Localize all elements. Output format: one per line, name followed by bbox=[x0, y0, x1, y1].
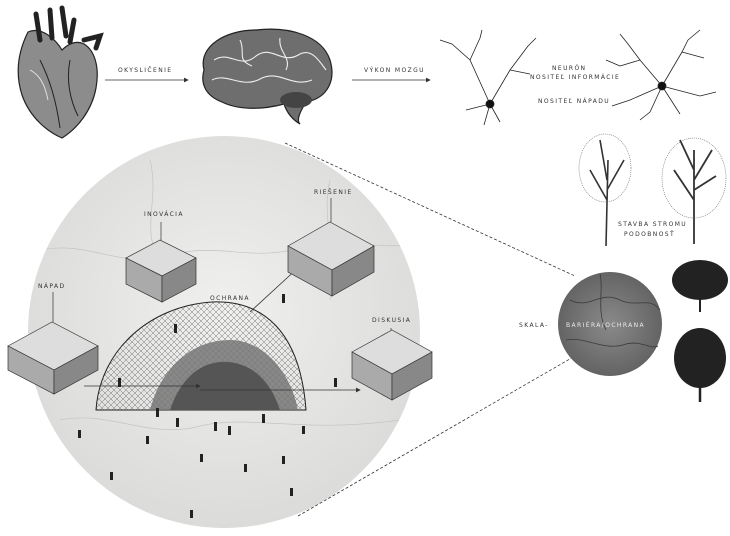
tree-icon-3 bbox=[672, 260, 728, 312]
node-inovacia: INOVÁCIA bbox=[144, 211, 184, 218]
tree-similarity-label: PODOBNOSŤ bbox=[624, 230, 675, 238]
neuron-subtitle: NOSITEĽ INFORMÁCIE bbox=[530, 74, 620, 81]
neuron-title: NEURÓN bbox=[552, 65, 586, 72]
rock-label: SKALA- bbox=[519, 322, 549, 329]
brain-performance-label: VÝKON MOZGU bbox=[364, 67, 425, 74]
brain-icon bbox=[203, 29, 332, 124]
oxygenation-arrow: OKYSLIČENIE bbox=[105, 67, 188, 80]
node-diskusia: DISKUSIA bbox=[372, 317, 411, 324]
oxygenation-label: OKYSLIČENIE bbox=[118, 67, 172, 74]
heart-icon bbox=[18, 8, 100, 138]
tree-icon bbox=[579, 134, 631, 246]
brain-performance-arrow: VÝKON MOZGU bbox=[352, 67, 430, 80]
node-riesenie: RIEŠENIE bbox=[314, 189, 353, 196]
tree-icon-2 bbox=[662, 138, 726, 244]
neuron-icon-2 bbox=[606, 30, 716, 120]
tree-structure-label: STAVBA STROMU bbox=[618, 221, 687, 228]
barrier-label: BARIÉRA/OCHRANA bbox=[566, 321, 645, 329]
neuron-icon bbox=[440, 30, 536, 125]
neuron-note: NOSITEĽ NÁPADU bbox=[538, 98, 610, 105]
node-ochrana: OCHRANA bbox=[210, 295, 250, 302]
node-napad: NÁPAD bbox=[38, 283, 66, 290]
tree-icon-4 bbox=[674, 328, 726, 402]
